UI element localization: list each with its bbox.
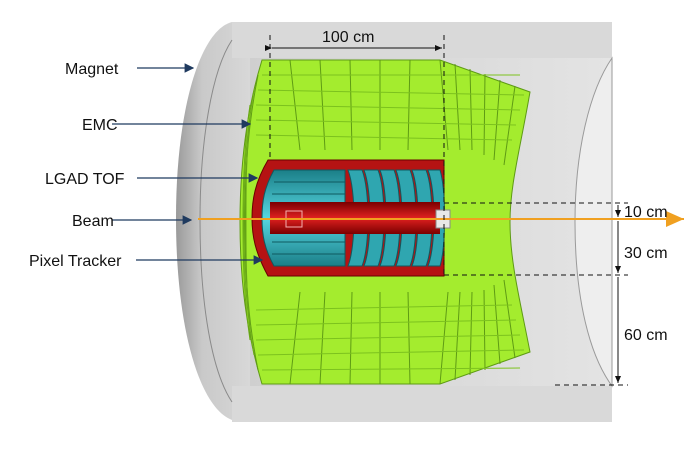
label-arrows <box>112 63 264 265</box>
lgad-tof-label: LGAD TOF <box>45 171 125 188</box>
r-outer-dimension-label: 60 cm <box>624 327 668 344</box>
radial-dimension-lines <box>444 202 628 386</box>
dimension-100cm <box>265 35 445 275</box>
emc-label: EMC <box>82 117 118 134</box>
r-inner-dimension-label: 10 cm <box>624 204 668 221</box>
length-dimension-label: 100 cm <box>322 29 374 46</box>
pixel-tracker-label: Pixel Tracker <box>29 253 122 270</box>
r-mid-dimension-label: 30 cm <box>624 245 668 262</box>
magnet-label: Magnet <box>65 61 119 78</box>
beam-label: Beam <box>72 213 114 230</box>
